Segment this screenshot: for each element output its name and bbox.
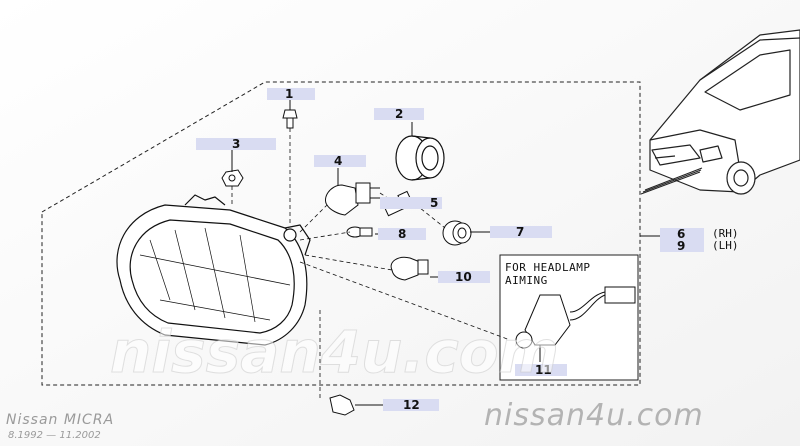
aiming-inset-frame — [499, 254, 639, 381]
part-number-5: 5 — [430, 196, 439, 210]
part-number-7: 7 — [516, 225, 525, 239]
callout-box-3 — [196, 138, 276, 150]
callout-box-11 — [515, 364, 567, 376]
part-number-9: 9 — [677, 239, 686, 253]
part-11-aiming-motor — [515, 286, 636, 349]
part-1-screw — [282, 109, 298, 129]
headlamp-unit — [116, 194, 311, 346]
dashed-guide-lines — [231, 128, 511, 398]
part-number-8: 8 — [398, 227, 407, 241]
part-2-bulb-cover — [395, 135, 445, 181]
callout-box-8 — [378, 228, 426, 240]
footer-production-dates: 8.1992 — 11.2002 — [8, 430, 101, 441]
callout-box-5 — [380, 197, 442, 209]
part-number-3: 3 — [232, 137, 241, 151]
callout-box-12 — [383, 399, 439, 411]
watermark-text: nissan4u.com — [110, 318, 560, 387]
part-7-socket-ring — [442, 220, 472, 246]
aiming-caption-line1: FOR HEADLAMP — [505, 261, 591, 274]
part-number-12: 12 — [403, 398, 420, 412]
callout-box-1 — [267, 88, 315, 100]
callout-box-7 — [490, 226, 552, 238]
part-number-11: 11 — [535, 363, 552, 377]
part-number-6: 6 — [677, 227, 686, 241]
aiming-caption-line2: AIMING — [505, 274, 548, 287]
part-number-4: 4 — [334, 154, 343, 168]
part-3-nut — [221, 169, 244, 187]
car-illustration — [649, 29, 800, 195]
part-4-headlamp-bulb — [325, 182, 380, 216]
callout-box-4 — [314, 155, 366, 167]
callout-box-10 — [438, 271, 490, 283]
main-dashed-frame — [41, 81, 641, 386]
side-rh-label: (RH) — [712, 227, 739, 240]
part-number-10: 10 — [455, 270, 472, 284]
part-number-2: 2 — [395, 107, 404, 121]
side-lh-label: (LH) — [712, 239, 739, 252]
callout-box-2 — [374, 108, 424, 120]
part-10-bulb — [390, 256, 429, 281]
callout-box-6-9 — [660, 228, 704, 252]
footer-site-name: nissan4u.com — [484, 398, 704, 433]
car-leader — [640, 167, 703, 195]
part-number-1: 1 — [285, 87, 294, 101]
part-8-small-bulb — [346, 226, 373, 238]
part-12-clip — [329, 394, 355, 416]
footer-model-name: Nissan MICRA — [6, 412, 115, 428]
